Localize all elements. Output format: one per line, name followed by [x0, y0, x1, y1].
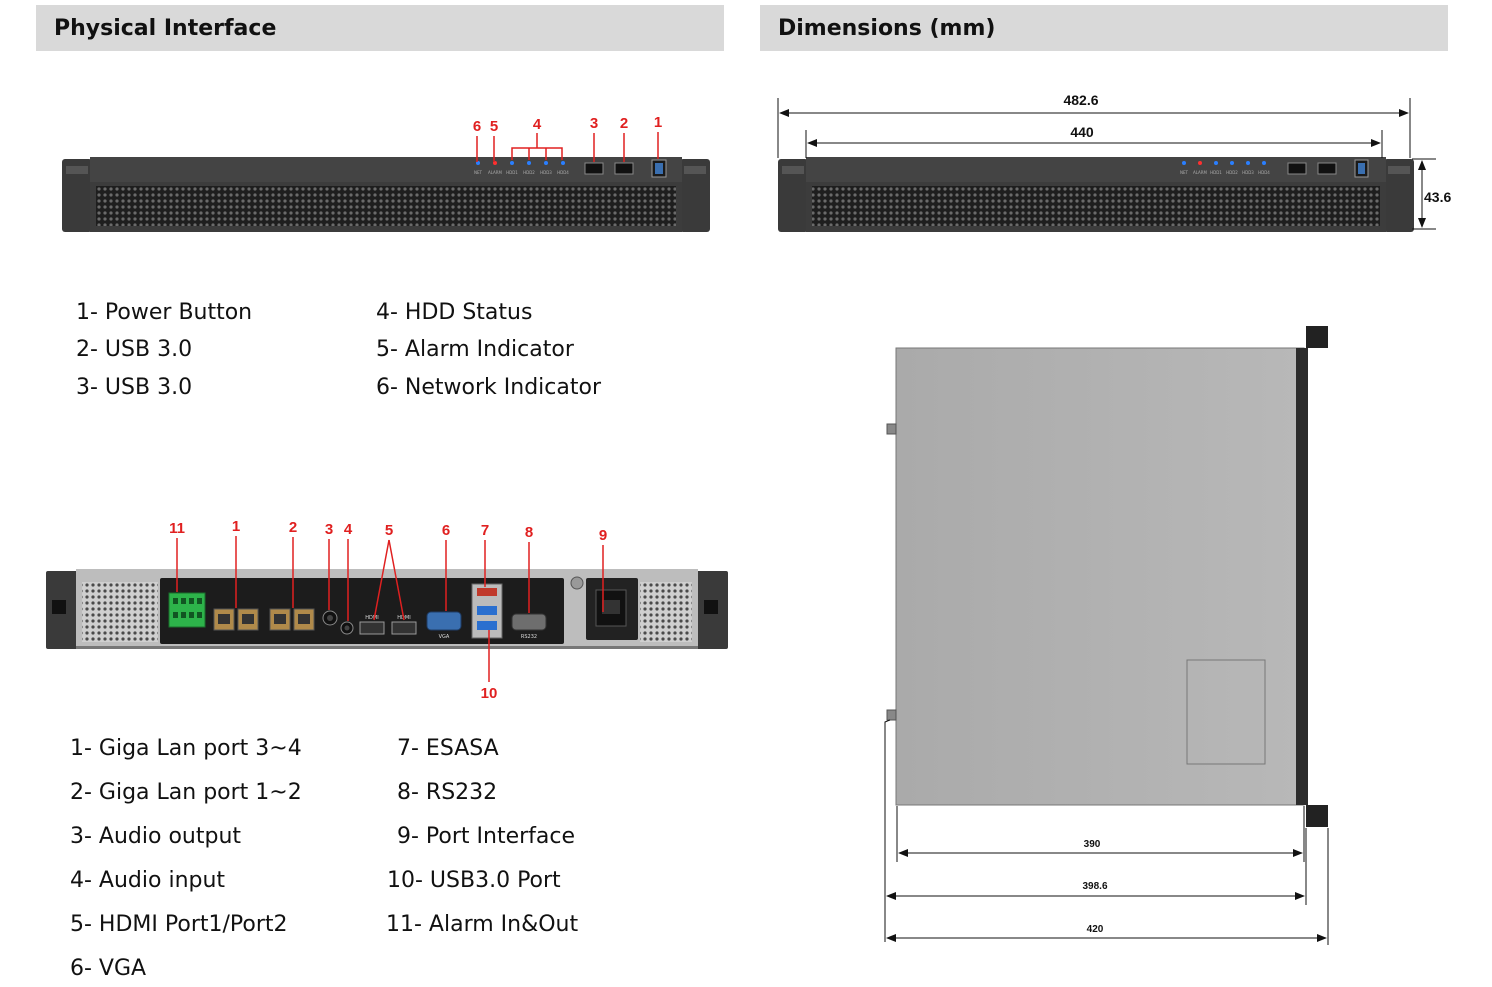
dim-led-label-hdd2: HDD2	[1226, 170, 1238, 175]
rear-legend-item-1: 1- Giga Lan port 3~4	[70, 736, 302, 761]
dim-depth-body: 390	[1084, 839, 1101, 850]
rear-legend-item-5: 5- HDMI Port1/Port2	[70, 912, 288, 937]
dimensions-header: Dimensions (mm)	[760, 5, 1448, 51]
front-callout-3: 3	[590, 115, 598, 132]
dimension-top-view	[886, 326, 1328, 827]
rear-callouts: 11 1 2 3 4 5 6 7 8 9 10	[169, 518, 607, 702]
front-callout-4: 4	[533, 116, 542, 133]
front-led-hdd3	[544, 161, 548, 165]
rear-legend-item-8: 8- RS232	[397, 780, 498, 805]
rear-legend-item-2: 2- Giga Lan port 1~2	[70, 780, 302, 805]
rear-callout-3: 3	[325, 521, 333, 538]
rear-callout-6: 6	[442, 522, 450, 539]
front-legend-item-5: 5- Alarm Indicator	[376, 337, 574, 362]
dim-depth-total: 420	[1087, 924, 1104, 935]
rear-legend-item-4: 4- Audio input	[70, 868, 226, 893]
vga-label: VGA	[439, 634, 450, 640]
dim-led-hdd4	[1262, 161, 1266, 165]
front-led-hdd1	[510, 161, 514, 165]
rear-vent-right	[640, 582, 692, 642]
rear-rs232-port	[511, 613, 547, 631]
front-legend-item-6: 6- Network Indicator	[376, 375, 601, 400]
front-callout-5: 5	[490, 118, 498, 135]
front-callout-2: 2	[620, 115, 628, 132]
rear-io-plate	[160, 578, 564, 644]
physical-interface-header: Physical Interface	[36, 5, 724, 51]
rs232-label: RS232	[521, 634, 537, 640]
rear-legend-item-7: 7- ESASA	[397, 736, 499, 761]
front-right-ear	[680, 159, 710, 232]
front-led-label-hdd3: HDD3	[540, 170, 552, 175]
rear-callout-10: 10	[481, 685, 498, 702]
front-led-label-hdd4: HDD4	[557, 170, 569, 175]
rear-callout-11: 11	[169, 520, 185, 537]
rear-hdmi-port-2	[391, 621, 417, 635]
front-led-label-alarm: ALARM	[488, 170, 503, 175]
dim-led-net	[1182, 161, 1186, 165]
dim-led-label-hdd1: HDD1	[1210, 170, 1222, 175]
front-left-ear	[62, 159, 92, 232]
front-legend-item-2: 2- USB 3.0	[76, 337, 193, 362]
rear-usb-port-a	[477, 606, 497, 615]
rear-legend-item-9: 9- Port Interface	[397, 824, 576, 849]
front-usb-port-2	[614, 162, 634, 175]
rear-vga-port	[426, 611, 462, 631]
rear-legend-item-11: 11- Alarm In&Out	[386, 912, 579, 937]
dim-width-body: 440	[1070, 124, 1094, 140]
dim-led-label-net: NET	[1180, 170, 1189, 175]
dim-depth-ears: 398.6	[1082, 881, 1107, 892]
hdmi-label-1: HDMI	[365, 615, 378, 621]
front-callout-1: 1	[654, 114, 662, 131]
dim-led-hdd2	[1230, 161, 1234, 165]
rear-callout-8: 8	[525, 524, 533, 541]
rear-callout-1: 1	[232, 518, 240, 535]
rear-legend-item-10: 10- USB3.0 Port	[387, 868, 561, 893]
rear-callout-2: 2	[289, 519, 297, 536]
rear-hdmi-port-1	[359, 621, 385, 635]
dim-led-label-hdd4: HDD4	[1258, 170, 1270, 175]
front-callouts: 6 5 4 3 2 1	[473, 114, 662, 162]
rear-callout-5: 5	[385, 522, 393, 539]
front-led-hdd2	[527, 161, 531, 165]
dimension-lines-front	[777, 98, 1436, 230]
dim-width-ears: 482.6	[1063, 92, 1098, 108]
rear-callout-9: 9	[599, 527, 607, 544]
dimension-lines-top	[884, 719, 1329, 945]
front-legend-item-3: 3- USB 3.0	[76, 375, 193, 400]
front-legend-item-1: 1- Power Button	[76, 300, 253, 325]
rear-lan-ports	[213, 608, 315, 631]
rear-legend-item-3: 3- Audio output	[70, 824, 242, 849]
front-led-label-hdd1: HDD1	[506, 170, 518, 175]
front-vent-mesh	[96, 186, 676, 226]
rear-legend-item-6: 6- VGA	[70, 956, 147, 981]
dim-led-hdd1	[1214, 161, 1218, 165]
front-usb-port-3	[584, 162, 604, 175]
dim-led-label-alarm: ALARM	[1193, 170, 1208, 175]
dim-height: 43.6	[1424, 189, 1451, 205]
front-legend-item-4: 4- HDD Status	[376, 300, 533, 325]
front-callout-6: 6	[473, 118, 481, 135]
front-led-hdd4	[561, 161, 565, 165]
dim-led-label-hdd3: HDD3	[1242, 170, 1254, 175]
dim-led-hdd3	[1246, 161, 1250, 165]
rear-panel-image: HDMI HDMI VGA RS232	[46, 569, 728, 649]
dim-led-alarm	[1198, 161, 1202, 165]
rear-callout-4: 4	[344, 521, 353, 538]
front-led-label-net: NET	[474, 170, 483, 175]
rear-vent-left	[82, 582, 158, 642]
rear-esata-port	[477, 588, 497, 596]
front-led-label-hdd2: HDD2	[523, 170, 535, 175]
rear-usb-port-b	[477, 621, 497, 630]
rear-callout-7: 7	[481, 522, 489, 539]
